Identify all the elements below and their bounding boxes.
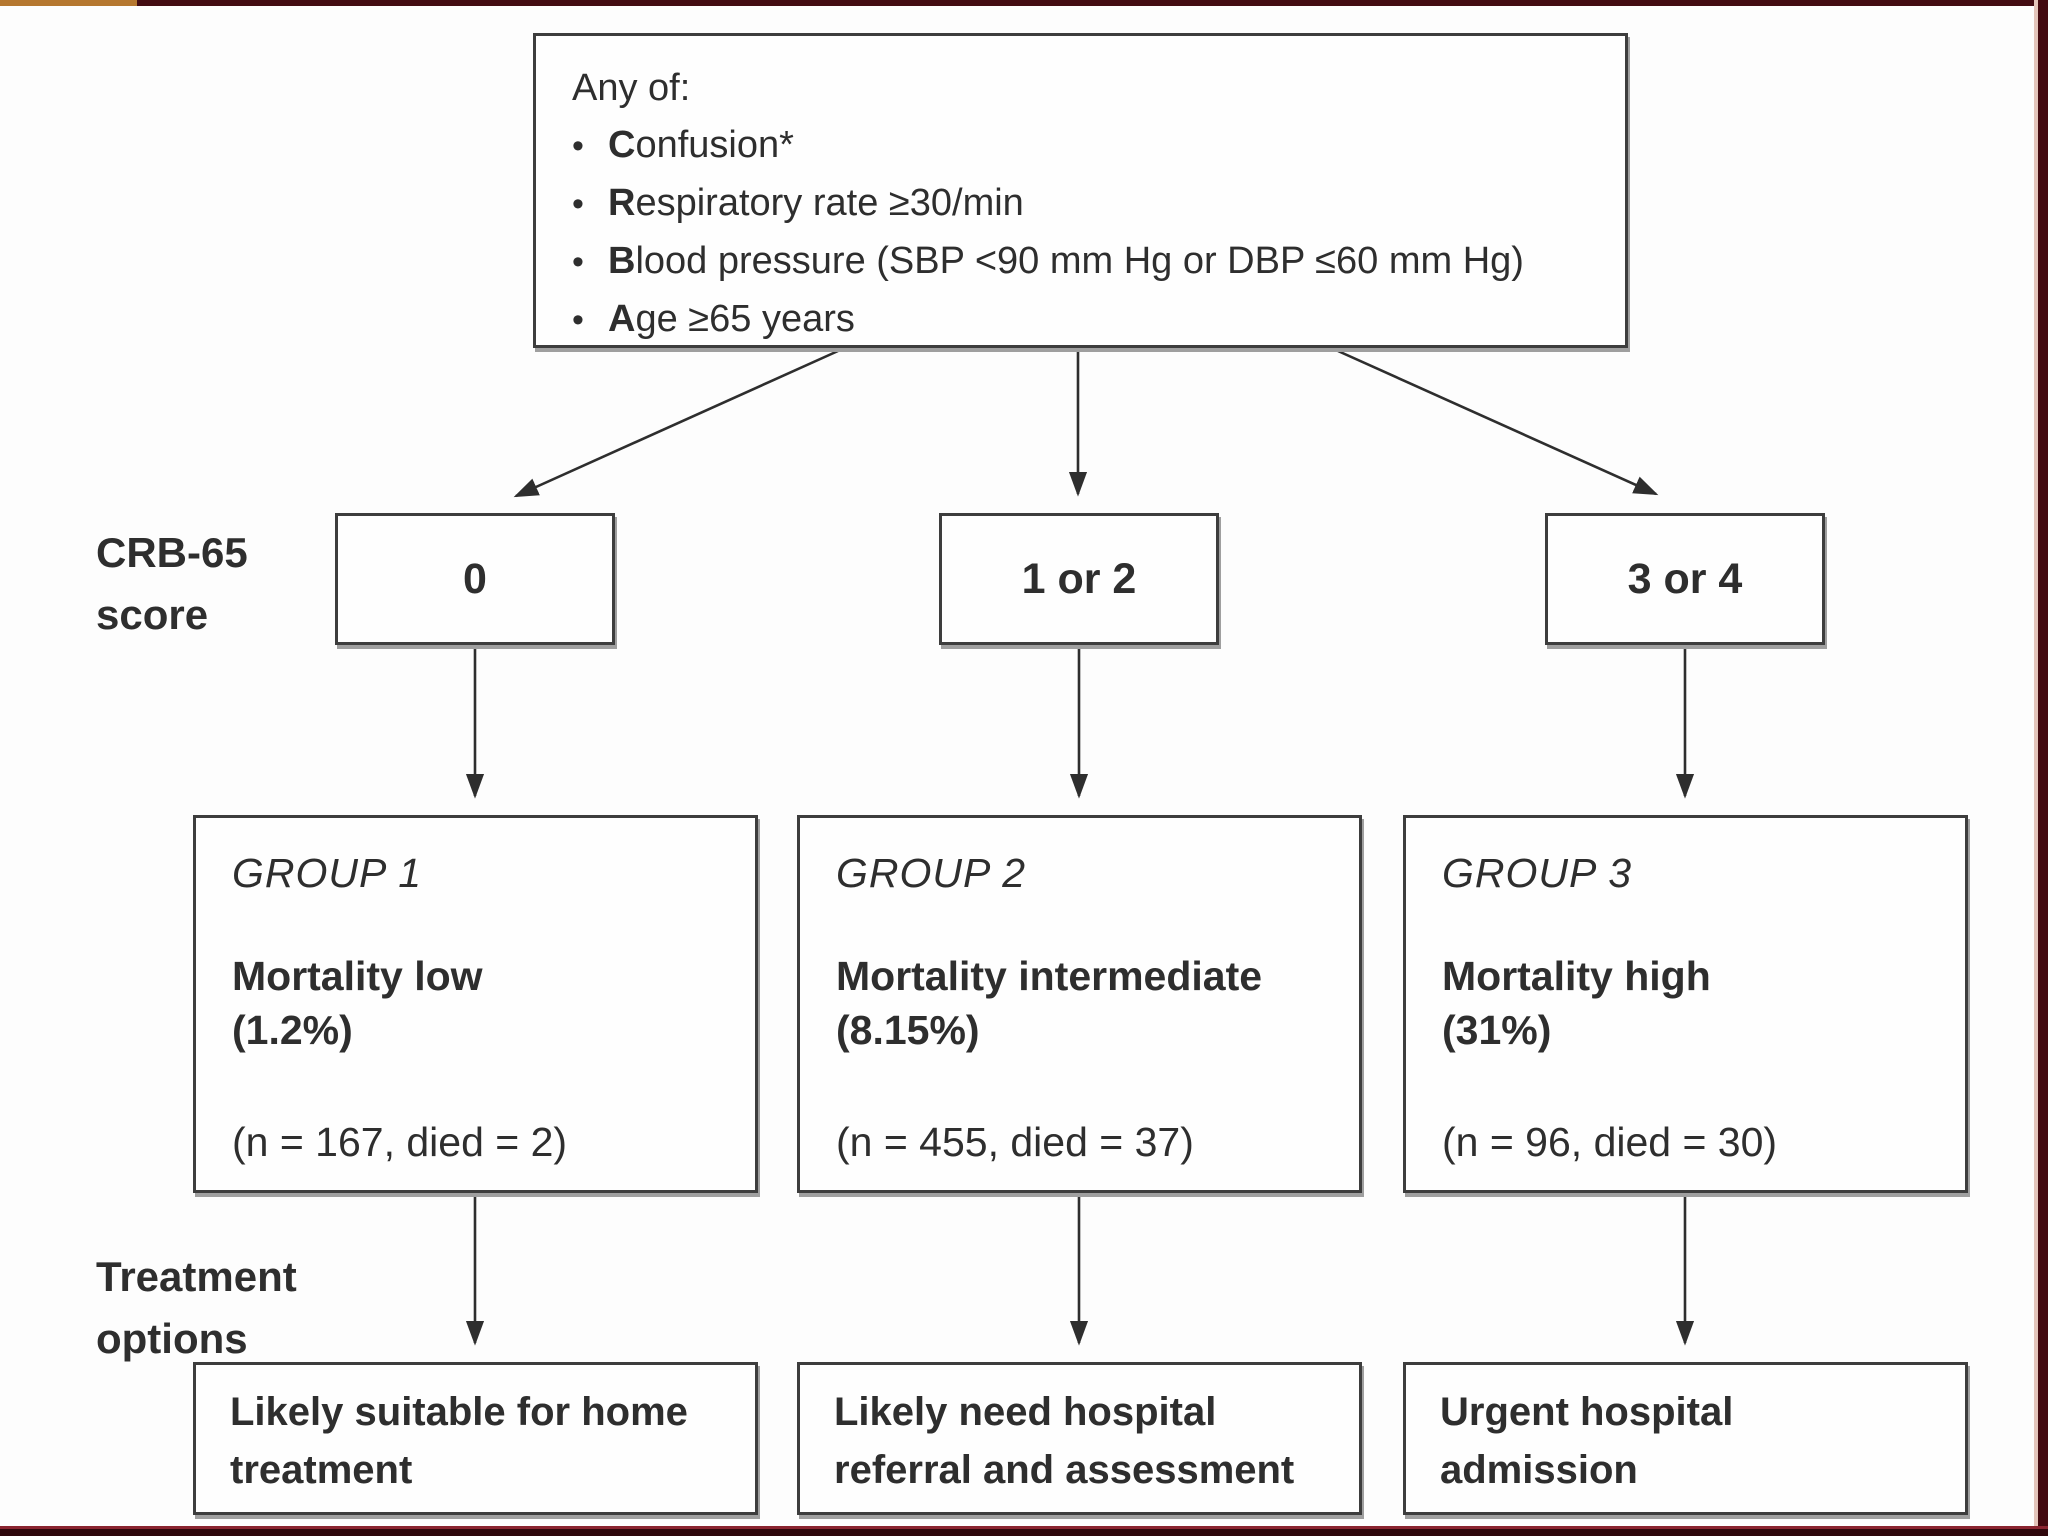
frame-border-bottom	[0, 1526, 2048, 1536]
treatment-text: Likely need hospital referral and assess…	[834, 1383, 1339, 1499]
crb65-score-label-line1: CRB-65	[96, 529, 248, 576]
bullet-icon: •	[572, 243, 584, 281]
frame-border-right-highlight	[2034, 0, 2038, 1536]
score-value: 0	[463, 554, 487, 603]
group-name: GROUP 1	[232, 850, 423, 896]
frame-accent-top-left	[0, 0, 137, 6]
treatment-options-label: Treatment options	[96, 1246, 297, 1370]
criteria-text: lood pressure (SBP <90 mm Hg or DBP ≤60 …	[635, 240, 1524, 282]
group-stats: (n = 96, died = 30)	[1442, 1119, 1778, 1165]
criteria-text: espiratory rate ≥30/min	[635, 182, 1024, 224]
group-mortality-rate: (1.2%)	[232, 1007, 353, 1053]
group2-box: GROUP 2 Mortality intermediate (8.15%) (…	[797, 815, 1362, 1193]
group-mortality-rate: (8.15%)	[836, 1007, 980, 1053]
score-value: 3 or 4	[1627, 554, 1743, 603]
group-mortality: Mortality low (1.2%)	[232, 949, 731, 1057]
group1-box: GROUP 1 Mortality low (1.2%) (n = 167, d…	[193, 815, 758, 1193]
score-box-0: 0	[335, 513, 615, 645]
criteria-text: onfusion*	[635, 124, 794, 166]
treatment-text-line1: Likely need hospital	[834, 1390, 1217, 1434]
treatment-options-label-line1: Treatment	[96, 1253, 297, 1300]
group-name: GROUP 2	[836, 850, 1027, 896]
arrow-top-to-score34	[1337, 349, 1659, 496]
group-stats: (n = 455, died = 37)	[836, 1119, 1194, 1165]
group-mortality: Mortality high (31%)	[1442, 949, 1941, 1057]
criteria-initial: R	[608, 182, 636, 224]
criteria-item-age: • Age ≥65 years	[572, 291, 1605, 349]
criteria-initial: B	[608, 240, 636, 282]
score-box-3-or-4: 3 or 4	[1545, 513, 1825, 645]
frame-border-top	[137, 0, 2048, 6]
criteria-intro: Any of:	[572, 67, 691, 109]
criteria-item-blood-pressure: • Blood pressure (SBP <90 mm Hg or DBP ≤6…	[572, 233, 1605, 291]
treatment-text: Urgent hospital admission	[1440, 1383, 1945, 1499]
group-mortality: Mortality intermediate (8.15%)	[836, 949, 1335, 1057]
treatment-text-line1: Likely suitable for home	[230, 1390, 688, 1434]
criteria-box: Any of: • Confusion* • Respiratory rate ≥3…	[533, 33, 1628, 348]
group-mortality-text: Mortality low	[232, 953, 483, 999]
treatment-box-urgent: Urgent hospital admission	[1403, 1362, 1968, 1515]
crb65-score-label-line2: score	[96, 591, 209, 638]
criteria-text: ge ≥65 years	[635, 298, 855, 340]
group-mortality-rate: (31%)	[1442, 1007, 1552, 1053]
treatment-text-line2: admission	[1440, 1448, 1638, 1492]
score-value: 1 or 2	[1021, 554, 1137, 603]
arrow-top-to-score0	[513, 349, 839, 498]
criteria-initial: A	[608, 298, 636, 340]
group-mortality-text: Mortality high	[1442, 953, 1711, 999]
group-name: GROUP 3	[1442, 850, 1633, 896]
treatment-options-label-line2: options	[96, 1315, 248, 1362]
criteria-item-respiratory: • Respiratory rate ≥30/min	[572, 175, 1605, 233]
bullet-icon: •	[572, 127, 584, 165]
frame-border-right	[2038, 0, 2048, 1536]
treatment-text: Likely suitable for home treatment	[230, 1383, 735, 1499]
criteria-item-confusion: • Confusion*	[572, 117, 1605, 175]
treatment-text-line1: Urgent hospital	[1440, 1390, 1734, 1434]
criteria-initial: C	[608, 124, 636, 166]
group-stats: (n = 167, died = 2)	[232, 1119, 568, 1165]
treatment-text-line2: treatment	[230, 1448, 413, 1492]
crb65-score-label: CRB-65 score	[96, 522, 248, 646]
group-mortality-text: Mortality intermediate	[836, 953, 1263, 999]
treatment-box-referral: Likely need hospital referral and assess…	[797, 1362, 1362, 1515]
bullet-icon: •	[572, 301, 584, 339]
bullet-icon: •	[572, 185, 584, 223]
treatment-text-line2: referral and assessment	[834, 1448, 1295, 1492]
treatment-box-home: Likely suitable for home treatment	[193, 1362, 758, 1515]
score-box-1-or-2: 1 or 2	[939, 513, 1219, 645]
group3-box: GROUP 3 Mortality high (31%) (n = 96, di…	[1403, 815, 1968, 1193]
